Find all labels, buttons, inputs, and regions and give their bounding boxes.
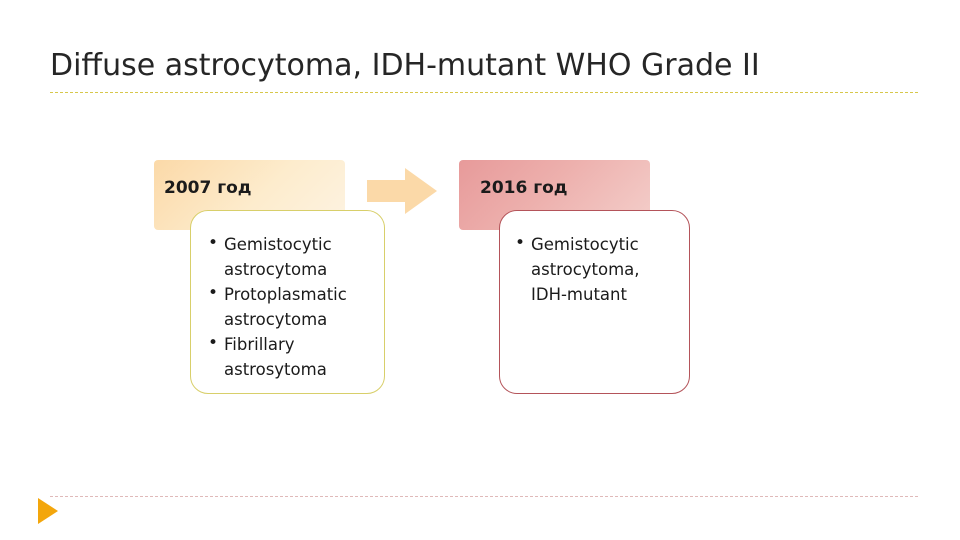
footer-divider bbox=[50, 496, 918, 497]
column-header-2007: 2007 год bbox=[164, 178, 252, 198]
bullet-list-2016: Gemistocytic astrocytoma, IDH-mutant bbox=[513, 231, 673, 307]
corner-triangle-marker bbox=[38, 498, 58, 524]
list-item: Gemistocytic astrocytoma bbox=[206, 231, 358, 282]
bullet-list-2007: Gemistocytic astrocytoma Protoplasmatic … bbox=[206, 231, 358, 382]
list-item: Gemistocytic astrocytoma, IDH-mutant bbox=[513, 231, 673, 307]
list-item: Protoplasmatic astrocytoma bbox=[206, 281, 358, 332]
title-divider bbox=[50, 92, 918, 93]
list-item: Fibrillary astrosytoma bbox=[206, 331, 358, 382]
right-arrow-icon bbox=[367, 168, 437, 214]
column-header-2016: 2016 год bbox=[480, 178, 568, 198]
page-title: Diffuse astrocytoma, IDH-mutant WHO Grad… bbox=[50, 48, 760, 83]
